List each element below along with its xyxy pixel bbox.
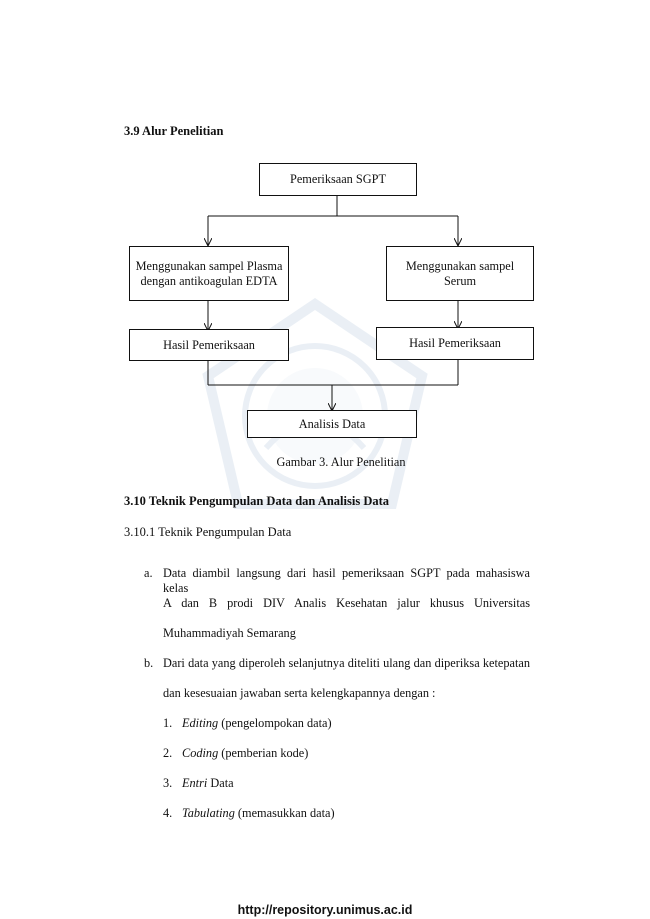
list-a-line-1: Data diambil langsung dari hasil pemerik… <box>163 566 530 595</box>
numbered-item-3-num: 3. <box>163 776 173 790</box>
numbered-item-4-rest: (memasukkan data) <box>234 806 335 820</box>
node-sampel-plasma: Menggunakan sampel Plasma dengan antikoa… <box>129 246 289 301</box>
numbered-item-1: 1. Editing (pengelompokan data) <box>163 716 332 731</box>
numbered-item-3-term: Entri <box>182 776 208 790</box>
numbered-item-1-num: 1. <box>163 716 173 730</box>
node-analisis-data: Analisis Data <box>247 410 417 438</box>
node-sampel-serum: Menggunakan sampel Serum <box>386 246 534 301</box>
figure-caption: Gambar 3. Alur Penelitian <box>276 455 406 469</box>
node-hasil-pemeriksaan-left: Hasil Pemeriksaan <box>129 329 289 361</box>
node-pemeriksaan-sgpt-label: Pemeriksaan SGPT <box>290 172 386 186</box>
diagram-connectors <box>0 196 650 460</box>
node-hasil-left-label: Hasil Pemeriksaan <box>163 337 255 352</box>
numbered-item-2: 2. Coding (pemberian kode) <box>163 746 308 761</box>
list-marker-b: b. <box>144 656 154 670</box>
list-marker-a: a. <box>144 566 153 580</box>
list-a-line-2: A dan B prodi DIV Analis Kesehatan jalur… <box>163 596 530 610</box>
list-b-line-2: dan kesesuaian jawaban serta kelengkapan… <box>163 686 436 700</box>
numbered-item-4: 4. Tabulating (memasukkan data) <box>163 806 335 821</box>
section-heading-alur: 3.9 Alur Penelitian <box>124 124 224 138</box>
numbered-item-3-rest: Data <box>207 776 234 790</box>
numbered-item-3: 3. Entri Data <box>163 776 234 791</box>
numbered-item-2-num: 2. <box>163 746 173 760</box>
numbered-item-4-term: Tabulating <box>182 806 235 820</box>
numbered-item-2-term: Coding <box>182 746 219 760</box>
node-sampel-serum-label: Menggunakan sampel Serum <box>405 258 515 288</box>
node-sampel-plasma-label: Menggunakan sampel Plasma dengan antikoa… <box>135 258 283 288</box>
numbered-item-2-rest: (pemberian kode) <box>218 746 309 760</box>
list-a-line-3: Muhammadiyah Semarang <box>163 626 296 640</box>
node-pemeriksaan-sgpt: Pemeriksaan SGPT <box>259 163 417 196</box>
section-heading-teknik: 3.10 Teknik Pengumpulan Data dan Analisi… <box>124 494 390 508</box>
subsection-heading: 3.10.1 Teknik Pengumpulan Data <box>124 525 292 539</box>
node-hasil-right-label: Hasil Pemeriksaan <box>409 336 501 350</box>
node-analisis-data-label: Analisis Data <box>298 416 366 431</box>
list-b-line-1: Dari data yang diperoleh selanjutnya dit… <box>163 656 530 670</box>
node-hasil-pemeriksaan-right: Hasil Pemeriksaan <box>376 327 534 360</box>
numbered-item-1-rest: (pengelompokan data) <box>218 716 332 730</box>
numbered-item-1-term: Editing <box>182 716 219 730</box>
numbered-item-4-num: 4. <box>163 806 173 820</box>
footer-repository-url: http://repository.unimus.ac.id <box>237 903 413 917</box>
